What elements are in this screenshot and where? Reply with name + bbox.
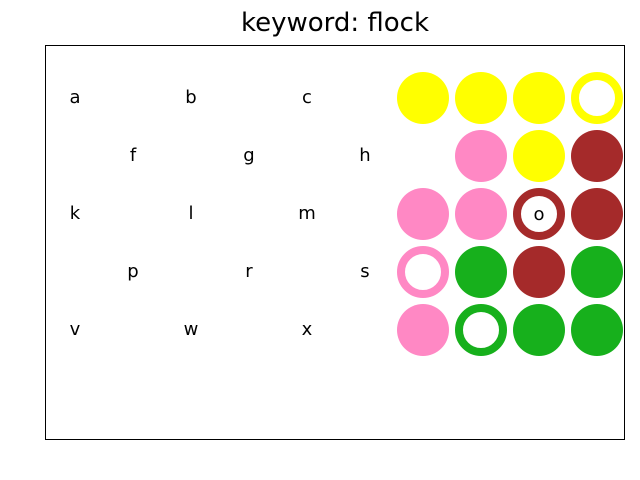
game-board: a b c f g h k l m p r s v w x o (45, 45, 625, 440)
letter-l: l (188, 203, 194, 224)
letter-x: x (301, 319, 313, 340)
peg-r2-c2: o (513, 188, 565, 240)
peg-r4-c0 (397, 304, 449, 356)
peg-r4-c2 (513, 304, 565, 356)
letter-s: s (360, 261, 370, 282)
peg-r3-c2 (513, 246, 565, 298)
peg-r1-c1 (455, 130, 507, 182)
peg-r0-c2 (513, 72, 565, 124)
peg-letter: o (533, 203, 545, 225)
letter-v: v (69, 319, 81, 340)
letter-m: m (298, 203, 316, 224)
peg-r3-c0 (397, 246, 449, 298)
letter-p: p (127, 261, 139, 282)
letter-c: c (302, 87, 312, 108)
peg-r2-c0 (397, 188, 449, 240)
letter-b: b (185, 87, 197, 108)
peg-r3-c3 (571, 246, 623, 298)
peg-r0-c1 (455, 72, 507, 124)
letter-k: k (69, 203, 81, 224)
peg-r0-c3 (571, 72, 623, 124)
letter-g: g (243, 145, 255, 166)
peg-r2-c1 (455, 188, 507, 240)
peg-r0-c0 (397, 72, 449, 124)
letter-f: f (129, 145, 137, 166)
peg-r1-c2 (513, 130, 565, 182)
letter-r: r (245, 261, 253, 282)
peg-r1-c3 (571, 130, 623, 182)
peg-r2-c3 (571, 188, 623, 240)
game-title: keyword: flock (240, 8, 430, 38)
letter-h: h (359, 145, 371, 166)
letter-a: a (69, 87, 81, 108)
peg-r3-c1 (455, 246, 507, 298)
letter-w: w (183, 319, 199, 340)
peg-r4-c1 (455, 304, 507, 356)
peg-r4-c3 (571, 304, 623, 356)
